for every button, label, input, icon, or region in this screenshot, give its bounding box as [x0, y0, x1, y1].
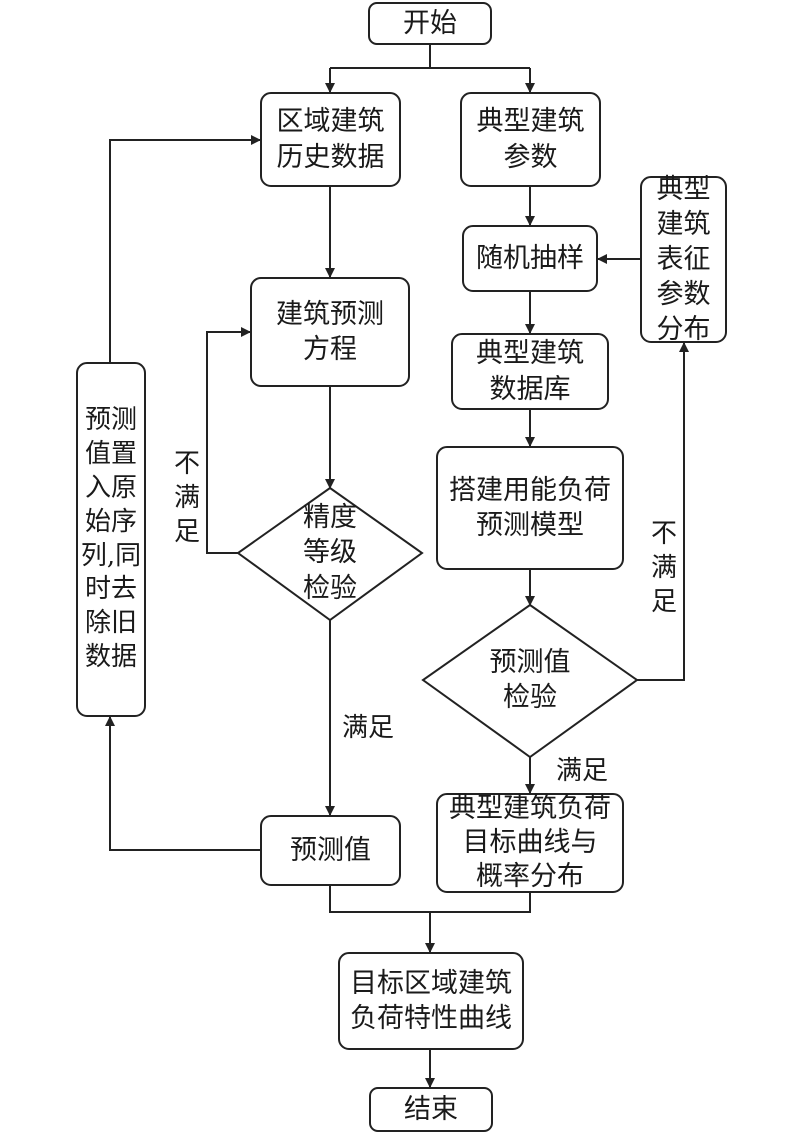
typical-building-params-node: 典型建筑 参数	[460, 92, 601, 187]
replace-data-label: 预测 值置 入原 始序 列,同 时去 除旧 数据	[80, 405, 142, 672]
accuracy-fail-label: 不 满 足	[173, 449, 200, 547]
arrow-accuracy-fail-loop	[206, 327, 251, 554]
arrow-pred-to-replace	[105, 716, 260, 851]
typical-params-line-2: 参数	[503, 141, 558, 173]
predicted-value-node: 预测值	[260, 815, 401, 886]
model-line-2: 预测模型	[476, 510, 584, 541]
accuracy-check-text: 精度 等级 检验	[270, 502, 390, 603]
accuracy-pass-label: 满足	[341, 713, 394, 743]
equation-line-1: 建筑预测	[276, 298, 384, 330]
typical-building-database-node: 典型建筑 数据库	[451, 333, 609, 410]
predcheck-line-1: 预测值	[489, 646, 571, 678]
curve-line-3: 概率分布	[476, 860, 584, 892]
history-line-2: 历史数据	[276, 141, 385, 173]
equation-line-2: 方程	[303, 334, 357, 365]
sampling-label: 随机抽样	[476, 242, 584, 274]
target-load-curve-node: 目标区域建筑 负荷特性曲线	[338, 952, 524, 1050]
target-line-1: 目标区域建筑	[350, 967, 512, 999]
start-label: 开始	[403, 7, 457, 39]
regional-history-data-node: 区域建筑 历史数据	[260, 92, 401, 187]
check-fail-label: 不 满 足	[650, 519, 677, 617]
accuracy-check-diamond	[236, 486, 424, 622]
end-node: 结束	[369, 1087, 493, 1132]
curve-line-2: 目标曲线与	[462, 827, 598, 859]
database-line-2: 数据库	[489, 373, 571, 405]
accuracy-line-2: 等级	[303, 537, 357, 569]
predicted-value-label: 预测值	[290, 834, 371, 866]
build-load-model-node: 搭建用能负荷 预测模型	[436, 446, 624, 570]
building-prediction-equation-node: 建筑预测 方程	[250, 277, 410, 387]
accuracy-line-3: 检验	[303, 572, 357, 604]
load-curve-distribution-node: 典型建筑负荷 目标曲线与 概率分布	[436, 793, 624, 893]
model-line-1: 搭建用能负荷	[449, 474, 611, 506]
arrow-start-split	[330, 45, 530, 69]
predcheck-line-2: 检验	[503, 682, 557, 713]
arrow-check-fail-loop	[637, 342, 689, 681]
arrow-replace-to-history	[109, 135, 261, 362]
replace-data-node: 预测 值置 入原 始序 列,同 时去 除旧 数据	[76, 362, 146, 717]
curve-line-1: 典型建筑负荷	[449, 793, 611, 825]
prediction-check-text: 预测值 检验	[460, 643, 600, 717]
typical-param-distribution-node: 典型 建筑 表征 参数 分布	[640, 174, 727, 345]
distribution-label: 典型 建筑 表征 参数 分布	[656, 173, 711, 346]
prediction-check-diamond	[421, 603, 639, 759]
random-sampling-node: 随机抽样	[462, 225, 598, 292]
target-line-2: 负荷特性曲线	[350, 1003, 512, 1034]
accuracy-line-1: 精度	[303, 502, 357, 534]
typical-params-line-1: 典型建筑	[476, 106, 585, 138]
start-node: 开始	[368, 2, 492, 45]
end-label: 结束	[404, 1093, 458, 1125]
history-line-1: 区域建筑	[276, 106, 385, 138]
database-line-1: 典型建筑	[476, 338, 584, 370]
check-pass-label: 满足	[555, 756, 608, 786]
